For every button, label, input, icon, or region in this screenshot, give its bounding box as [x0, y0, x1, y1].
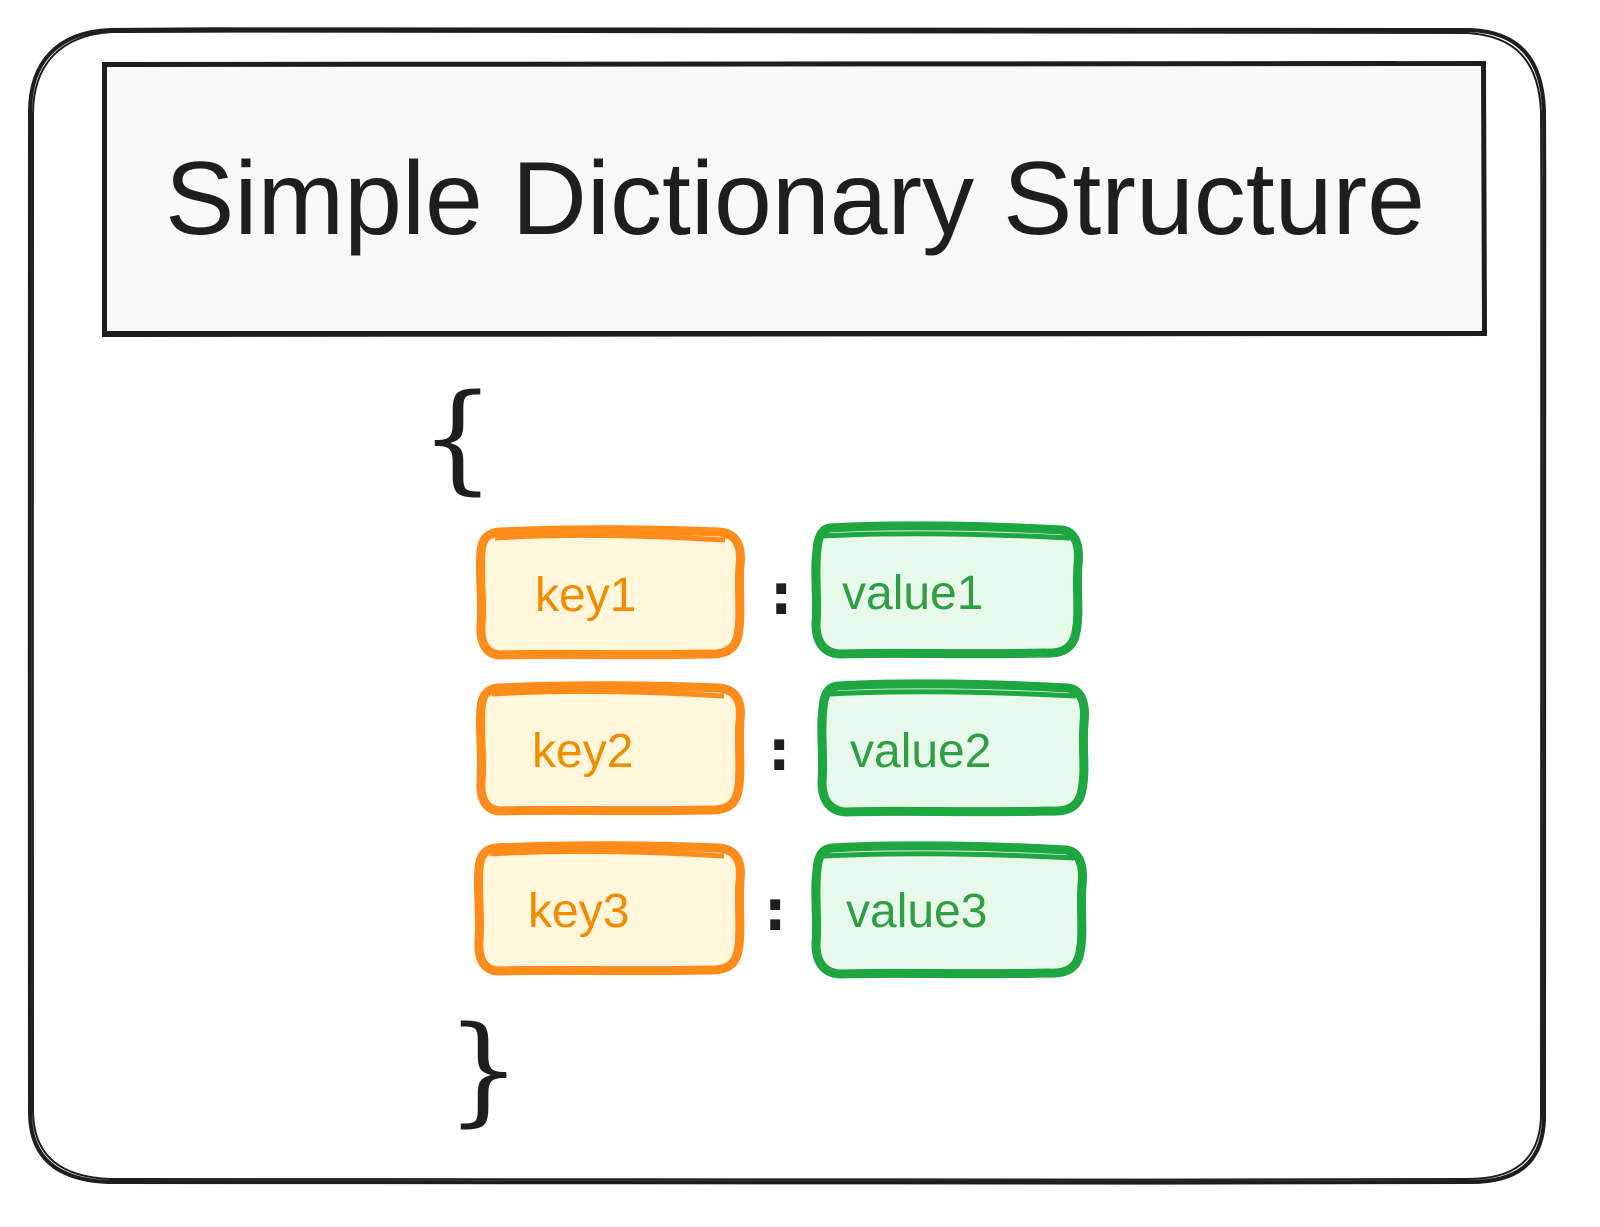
title-box: [102, 60, 1488, 338]
value-label-1: value1: [842, 566, 984, 620]
outer-frame: [27, 26, 1547, 1185]
key-label-1: key1: [535, 568, 637, 622]
value-label-3: value3: [846, 884, 988, 938]
close-brace: }: [446, 1000, 522, 1138]
value-label-2: value2: [850, 724, 992, 778]
value-box-1: [811, 521, 1083, 659]
separator-1: :: [770, 563, 793, 628]
key-box-3: [473, 841, 745, 976]
key-label-2: key2: [532, 724, 634, 778]
key-box-2: [475, 681, 745, 816]
key-label-3: key3: [528, 884, 630, 938]
open-brace: {: [420, 368, 496, 506]
separator-3: :: [764, 879, 787, 944]
value-box-2: [817, 679, 1089, 817]
key-box-1: [475, 525, 745, 660]
diagram-title: Simple Dictionary Structure: [165, 140, 1425, 257]
separator-2: :: [768, 719, 791, 784]
value-box-3: [811, 841, 1087, 979]
